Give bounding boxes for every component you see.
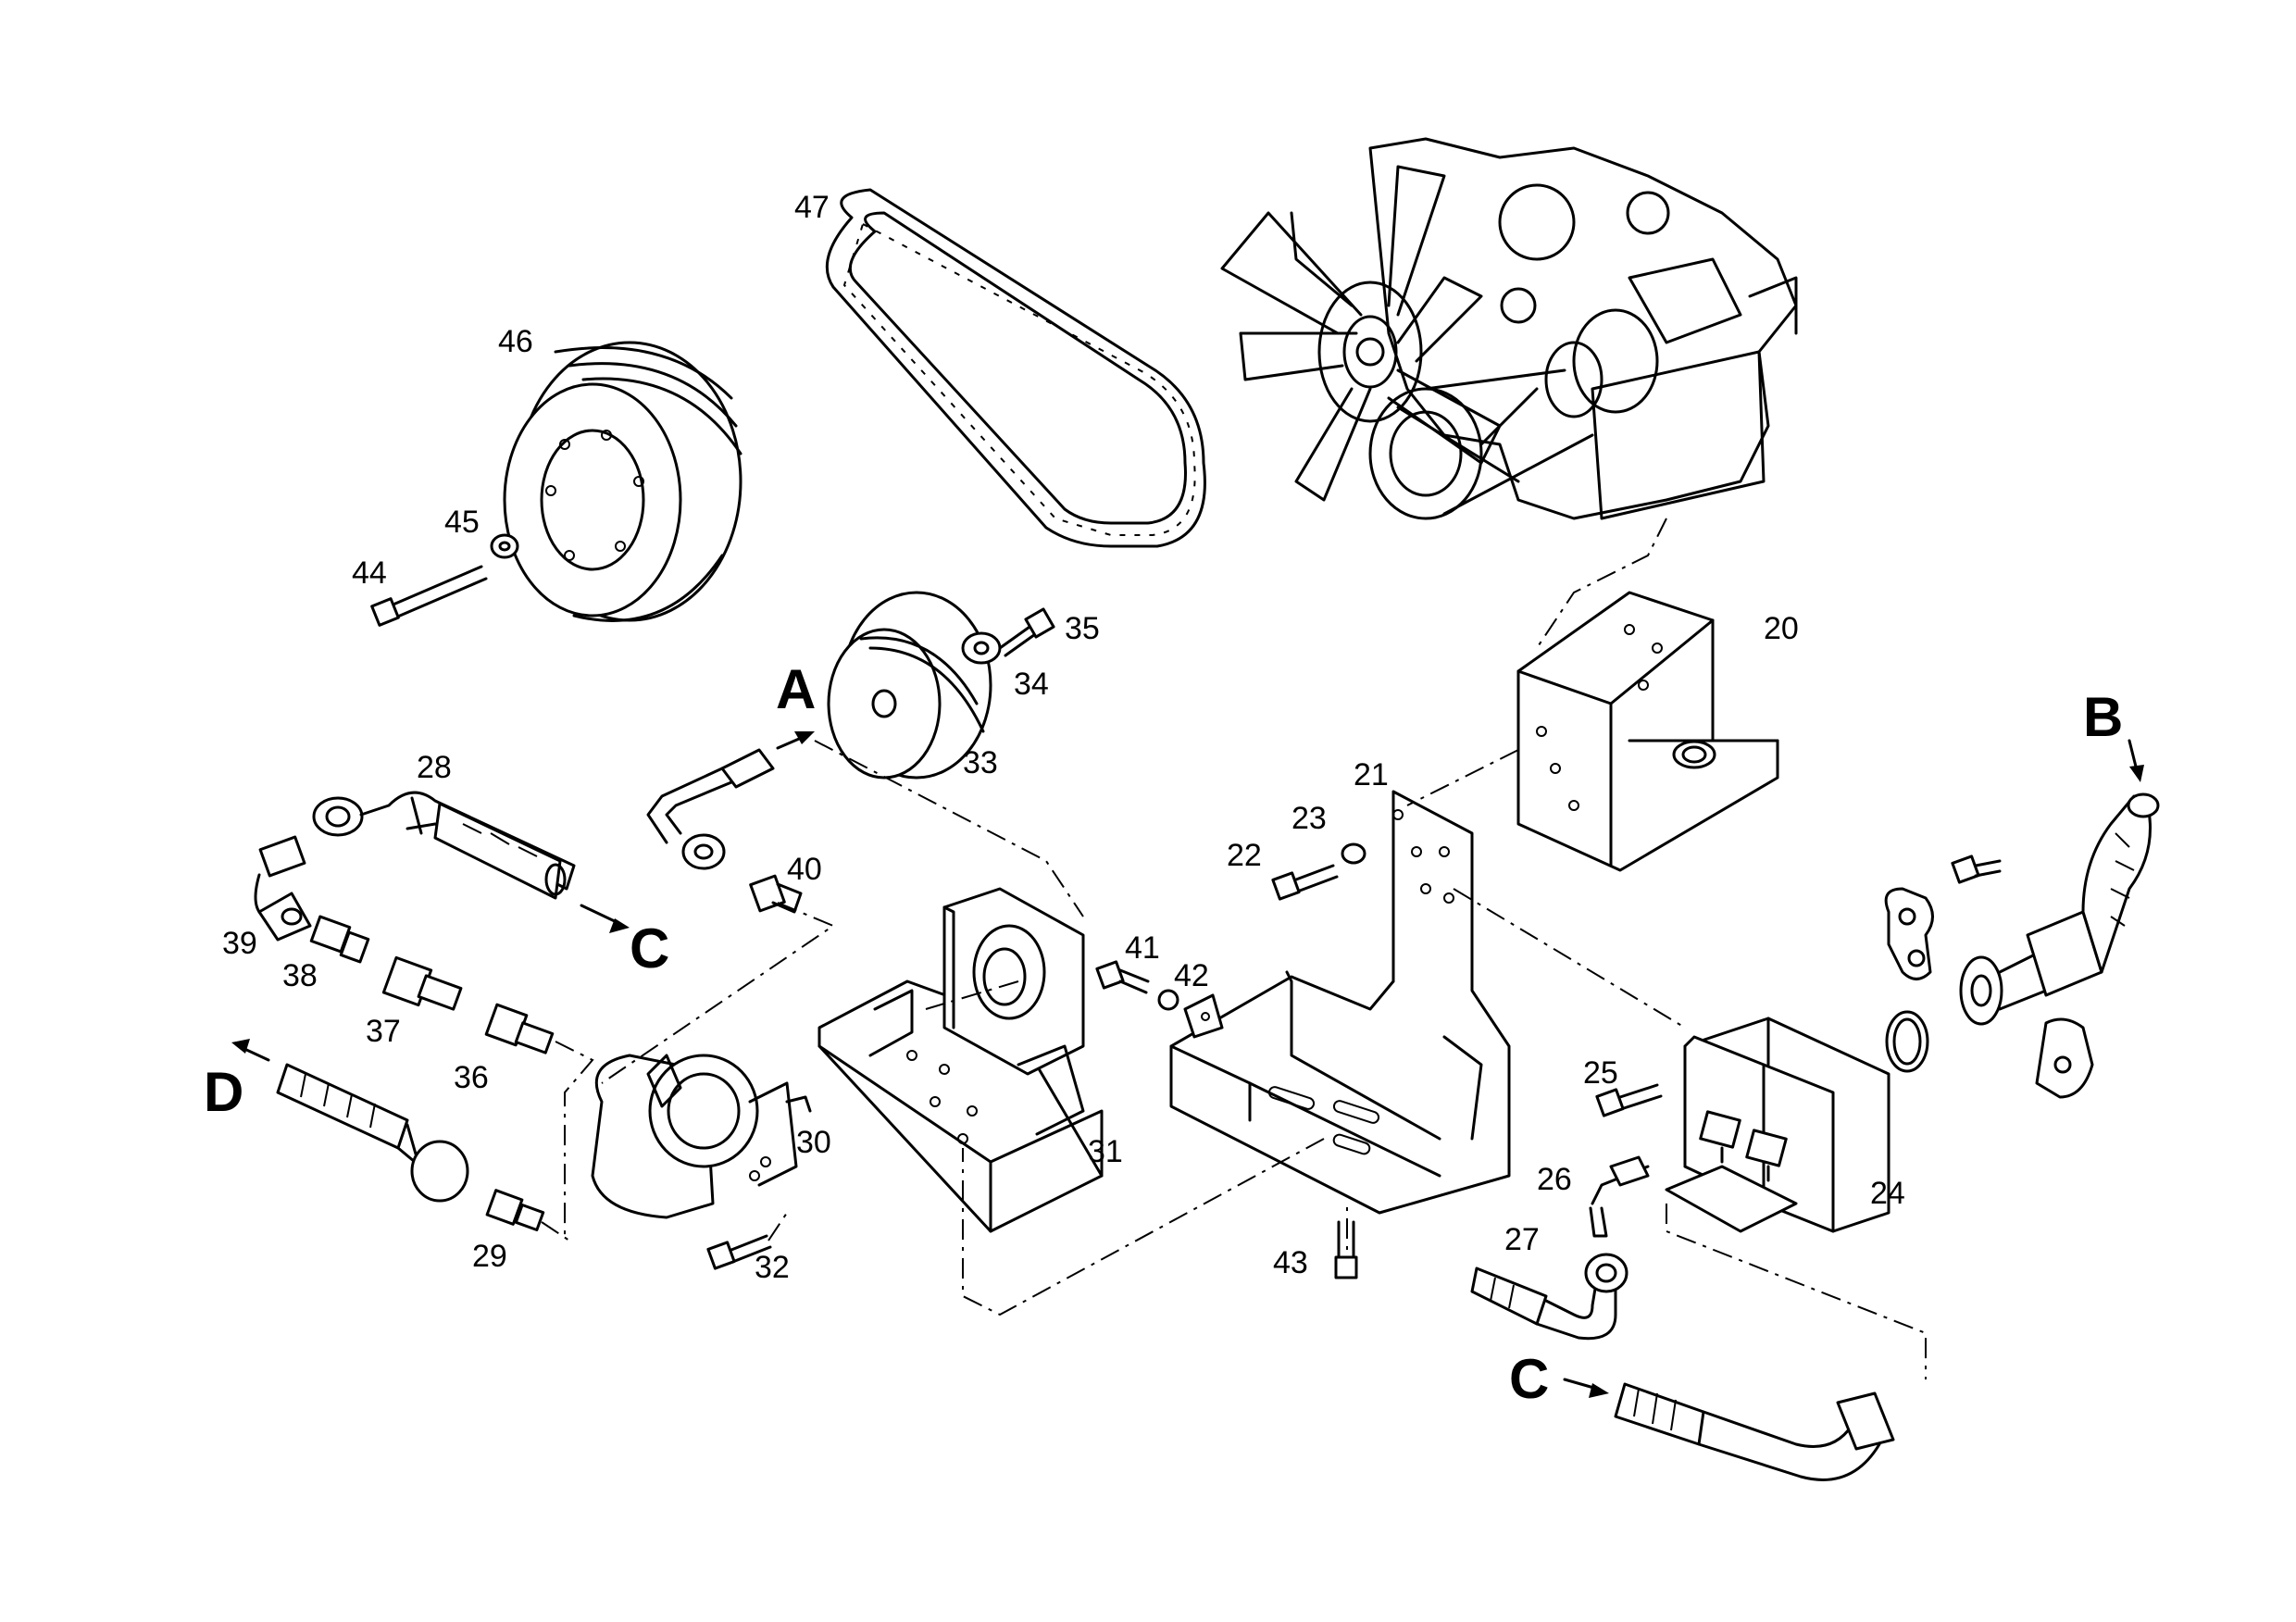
bolt-32 bbox=[706, 1234, 772, 1270]
elbow-39 bbox=[254, 835, 312, 942]
connector-A: A bbox=[776, 658, 816, 720]
label-40: 40 bbox=[787, 852, 822, 887]
label-23: 23 bbox=[1292, 801, 1327, 836]
hose-D bbox=[276, 1063, 469, 1203]
connector-C-bottom: C bbox=[1509, 1348, 1549, 1410]
hose-28 bbox=[312, 791, 576, 900]
adapter-37 bbox=[381, 955, 463, 1011]
label-26: 26 bbox=[1537, 1162, 1572, 1197]
bolt-35 bbox=[998, 607, 1055, 657]
arrow-B bbox=[2128, 739, 2144, 782]
label-25: 25 bbox=[1583, 1055, 1618, 1091]
bracket-plate-21 bbox=[1169, 790, 1511, 1215]
label-34: 34 bbox=[1014, 667, 1049, 702]
washer-34 bbox=[961, 631, 1002, 665]
label-21: 21 bbox=[1354, 757, 1389, 792]
bolt-43 bbox=[1334, 1220, 1358, 1279]
connector-B: B bbox=[2083, 686, 2123, 748]
label-28: 28 bbox=[417, 750, 452, 785]
pump-pulley-33 bbox=[827, 591, 992, 780]
label-43: 43 bbox=[1273, 1245, 1308, 1280]
washer-45 bbox=[490, 533, 519, 559]
label-29: 29 bbox=[472, 1239, 507, 1274]
bolt-25 bbox=[1595, 1083, 1663, 1117]
arrow-C-top bbox=[580, 904, 630, 933]
bracket-20 bbox=[1516, 591, 1779, 872]
o-ring bbox=[1885, 1010, 1929, 1073]
label-27: 27 bbox=[1504, 1222, 1540, 1257]
fitting-36 bbox=[484, 1003, 555, 1054]
clip-42 bbox=[1157, 989, 1224, 1039]
label-47: 47 bbox=[794, 190, 830, 225]
label-45: 45 bbox=[444, 505, 480, 540]
label-35: 35 bbox=[1065, 611, 1100, 646]
label-39: 39 bbox=[222, 926, 257, 961]
label-37: 37 bbox=[366, 1014, 401, 1049]
label-42: 42 bbox=[1174, 958, 1209, 993]
connector-C-top: C bbox=[630, 917, 669, 979]
connector-D: D bbox=[204, 1061, 243, 1123]
fitting-40 bbox=[749, 874, 803, 914]
hose-C-bottom bbox=[1614, 1382, 1895, 1481]
drive-belt-47 bbox=[825, 188, 1206, 548]
bolt-44 bbox=[370, 565, 488, 627]
engine-assembly bbox=[1220, 137, 1798, 520]
label-41: 41 bbox=[1125, 930, 1160, 966]
bolt-22 bbox=[1271, 864, 1339, 901]
label-30: 30 bbox=[796, 1125, 831, 1160]
label-32: 32 bbox=[755, 1250, 790, 1285]
label-20: 20 bbox=[1764, 611, 1799, 646]
label-44: 44 bbox=[352, 555, 387, 591]
hose-27 bbox=[1470, 1253, 1628, 1341]
crank-pulley-46 bbox=[503, 341, 742, 622]
valve-block-24 bbox=[1665, 1017, 1890, 1233]
bolt-flange bbox=[1951, 855, 2002, 884]
bolt-41 bbox=[1095, 960, 1150, 994]
label-24: 24 bbox=[1870, 1176, 1905, 1211]
hose-B bbox=[1959, 792, 2160, 1026]
pump-bracket-31 bbox=[817, 887, 1104, 1233]
arrow-D bbox=[231, 1039, 270, 1062]
label-38: 38 bbox=[282, 958, 318, 993]
label-46: 46 bbox=[498, 324, 533, 359]
pump-30 bbox=[591, 1054, 812, 1219]
label-31: 31 bbox=[1088, 1134, 1123, 1169]
label-22: 22 bbox=[1227, 838, 1262, 873]
flange-half-top bbox=[1884, 887, 1934, 980]
label-33: 33 bbox=[963, 745, 998, 780]
fitting-A bbox=[646, 748, 775, 870]
nipple-38 bbox=[309, 915, 370, 964]
fitting-29 bbox=[485, 1189, 545, 1232]
assembly-lines bbox=[541, 518, 1927, 1379]
arrow-C-bottom bbox=[1563, 1378, 1609, 1398]
flange-half-bottom bbox=[2035, 1017, 2094, 1099]
label-36: 36 bbox=[454, 1060, 489, 1095]
part-number-labels: 20 21 22 23 24 25 26 27 28 29 30 31 32 3… bbox=[204, 190, 2123, 1410]
elbow-26 bbox=[1589, 1155, 1650, 1238]
washer-23 bbox=[1341, 842, 1366, 865]
arrow-A bbox=[776, 731, 815, 750]
